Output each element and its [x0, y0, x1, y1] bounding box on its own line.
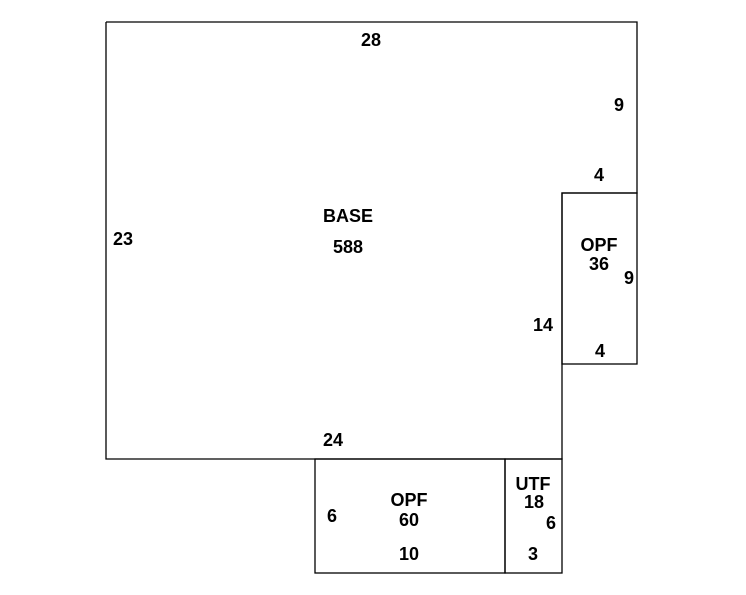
opf-right-area-label: 36 [589, 254, 609, 274]
base-notch-top-dimension: 4 [594, 165, 604, 185]
opf-right-outline [561, 192, 638, 365]
utf-name-label: UTF [516, 474, 551, 494]
base-notch-side-dimension: 14 [533, 315, 553, 335]
opf-bottom-bottom-dimension: 10 [399, 544, 419, 564]
base-bottom-dimension: 24 [323, 430, 343, 450]
opf-right-bottom-dimension: 4 [595, 341, 605, 361]
opf-right-name-label: OPF [580, 235, 617, 255]
utf-side-dimension: 6 [546, 513, 556, 533]
base-name-label: BASE [323, 206, 373, 226]
base-left-dimension: 23 [113, 229, 133, 249]
opf-bottom-side-dimension: 6 [327, 506, 337, 526]
utf-area-label: 18 [524, 492, 544, 512]
base-right-upper-dimension: 9 [614, 95, 624, 115]
opf-bottom-area-label: 60 [399, 510, 419, 530]
opf-right-side-dimension: 9 [624, 268, 634, 288]
utf-outline [504, 458, 563, 574]
utf-bottom-dimension: 3 [528, 544, 538, 564]
opf-bottom-name-label: OPF [390, 490, 427, 510]
base-outline [105, 21, 638, 460]
base-area-label: 588 [333, 237, 363, 257]
base-top-dimension: 28 [361, 30, 381, 50]
